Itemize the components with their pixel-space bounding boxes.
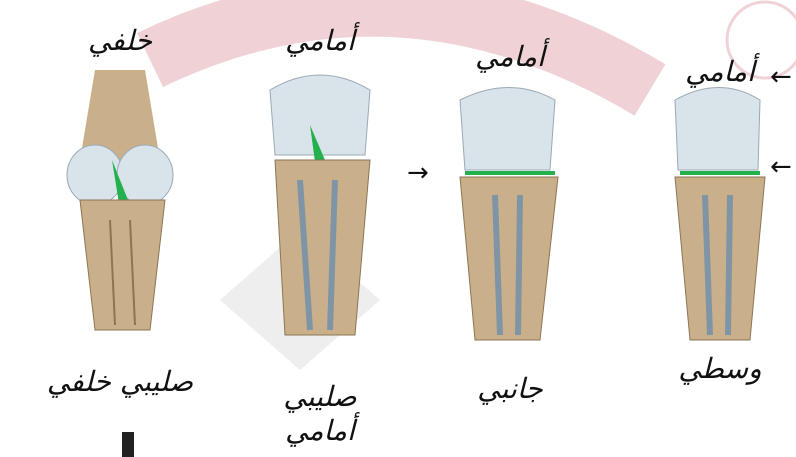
arrow-pointer-top-right: ← xyxy=(770,62,792,92)
bottom-label: جانبي xyxy=(440,372,580,406)
arrow-pointer-lateral: → xyxy=(407,158,429,188)
knee-panel-medial: أمامي وسطي xyxy=(660,0,780,457)
knee-bone-illustration xyxy=(40,70,200,370)
knee-panel-anterior-cruciate: أمامي صليبي أمامي xyxy=(240,0,400,457)
bottom-label-line-2: أمامي xyxy=(260,414,380,448)
knee-bone-illustration xyxy=(240,70,400,340)
top-label: أمامي xyxy=(460,40,560,73)
top-label: خلفي xyxy=(80,24,160,57)
bottom-label-line-1: صليبي xyxy=(260,380,380,414)
knee-bone-illustration xyxy=(440,85,580,345)
arrow-pointer-medial: ← xyxy=(770,152,792,182)
top-label: أمامي xyxy=(670,55,770,88)
knee-bone-illustration xyxy=(660,85,780,345)
knee-panel-posterior: خلفي صليبي خلفي xyxy=(40,0,200,457)
top-label: أمامي xyxy=(270,24,370,57)
bottom-label: صليبي خلفي xyxy=(40,365,200,399)
bottom-label: وسطي xyxy=(660,352,780,386)
bottom-fragment xyxy=(122,432,134,457)
knee-panel-lateral: أمامي جانبي xyxy=(440,0,580,457)
